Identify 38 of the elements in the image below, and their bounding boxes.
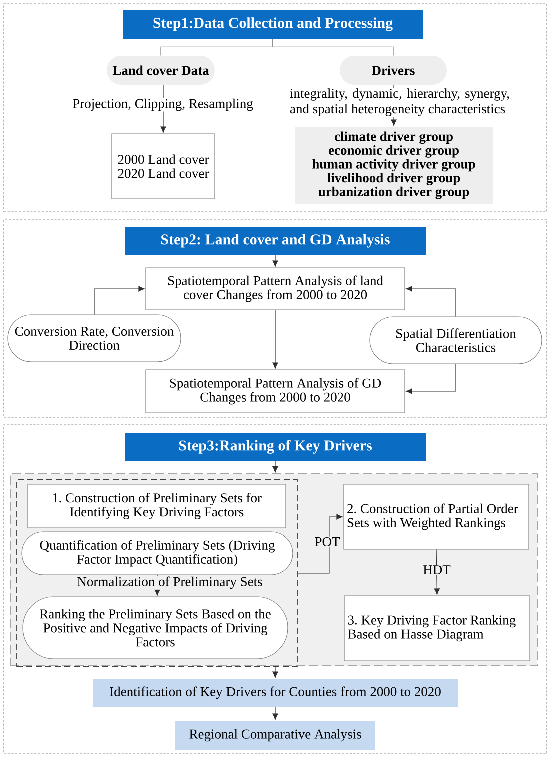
rounded-box: Conversion Rate, Conversion Direction [8, 314, 182, 362]
section-frame [4, 4, 548, 212]
driver-group-box: climate driver group economic driver group human activity driver group livelihood driver group urbanization driver group [295, 127, 493, 204]
process-box: Spatiotemporal Pattern Analysis of GD Changes from 2000 to 2020 [146, 370, 406, 414]
process-box: 2. Construction of Partial Order Sets with Weighted Rankings [344, 484, 530, 550]
process-box: 2000 Land cover 2020 Land cover [112, 134, 216, 200]
rounded-box: Spatial Differentiation Characteristics [370, 316, 542, 364]
step-banner: Step3:Ranking of Key Drivers [125, 433, 426, 461]
arrow [272, 666, 278, 678]
arrow [298, 514, 343, 574]
arrow [94, 286, 145, 315]
section-frame [4, 424, 548, 754]
arrow [406, 286, 456, 317]
result-box: Regional Comparative Analysis [176, 721, 376, 750]
arrow [272, 706, 278, 720]
dashed-group-box [16, 480, 298, 668]
rounded-box: Ranking the Preliminary Sets Based on the Positive and Negative Impacts of Driving Factors [22, 596, 288, 660]
rounded-box: Quantification of Preliminary Sets (Driving Factor Impact Quantification) [22, 532, 294, 576]
section-frame [4, 220, 548, 418]
process-box: 3. Key Driving Factor Ranking Based on Hasse Diagram [344, 596, 530, 662]
category-pill: Land cover Data [107, 56, 215, 85]
result-box: Identification of Key Drivers for Counties from 2000 to 2020 [93, 679, 458, 707]
arrow [272, 460, 278, 473]
process-box: 1. Construction of Preliminary Sets for Identifying Key Driving Factors [28, 484, 286, 528]
connector-line [272, 38, 394, 56]
edge-label: Projection, Clipping, Resampling [72, 98, 254, 112]
edge-label: POT [314, 536, 341, 548]
arrow [406, 364, 456, 394]
step-banner: Step2: Land cover and GD Analysis [125, 227, 426, 255]
arrow [272, 310, 278, 369]
edge-label: integrality, dynamic, hierarchy, synergy, and spatial heterogeneity characteristics [289, 88, 511, 117]
category-pill: Drivers [340, 56, 447, 85]
process-box: Spatiotemporal Pattern Analysis of land cover Changes from 2000 to 2020 [146, 268, 406, 310]
arrow [272, 254, 278, 267]
edge-label: HDT [422, 564, 452, 576]
edge-label: Normalization of Preliminary Sets [76, 576, 264, 590]
arrow [434, 550, 440, 595]
step-banner: Step1:Data Collection and Processing [123, 10, 423, 39]
